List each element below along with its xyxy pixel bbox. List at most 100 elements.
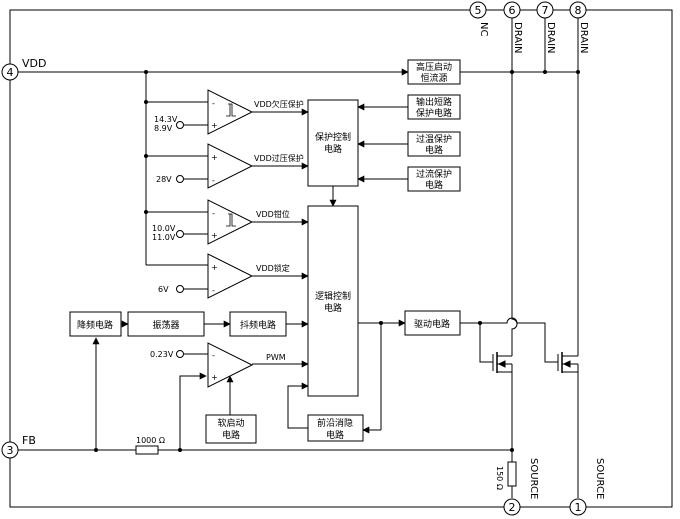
plus-sign: +	[211, 263, 218, 272]
pin-6: 6	[503, 1, 521, 19]
pin-number: 8	[575, 4, 582, 17]
uvlo-comparator: - +	[207, 89, 254, 135]
over-temperature-block: 过温保护 电路	[407, 131, 461, 157]
ovp-comparator: + -	[207, 143, 254, 189]
clamp-comparator: - +	[207, 199, 254, 245]
sense-resistor-label: 150 Ω	[495, 466, 504, 490]
block-label: 电路	[425, 144, 443, 156]
pwm-label: PWM	[266, 353, 286, 362]
block-label: 驱动电路	[414, 318, 450, 330]
pin-number: 7	[542, 4, 549, 17]
pin-5: 5	[469, 1, 487, 19]
block-label: 振荡器	[152, 319, 179, 331]
clamp-ref-low: 11.0V	[152, 233, 176, 242]
over-current-block: 过流保护 电路	[407, 166, 461, 192]
wires	[18, 18, 579, 498]
pin-label-source-1: SOURCE	[594, 458, 605, 499]
driver-block: 驱动电路	[404, 310, 461, 336]
pin-label-drain-6: DRAIN	[512, 22, 523, 54]
pin-number: 6	[509, 4, 516, 17]
pin-label-fb: FB	[22, 434, 36, 447]
pin-label-source-2: SOURCE	[528, 458, 539, 499]
block-label: 过温保护	[416, 133, 452, 145]
block-label: 降频电路	[77, 319, 113, 331]
ovp-label: VDD过压保护	[254, 153, 304, 163]
minus-sign: -	[212, 209, 215, 218]
block-label: 保护控制	[315, 131, 351, 143]
minus-sign: -	[212, 176, 215, 185]
pin-label-drain-7: DRAIN	[545, 22, 556, 54]
ref-terminal	[176, 230, 184, 238]
block-label: 过流保护	[416, 168, 452, 180]
lock-ref: 6V	[158, 285, 169, 294]
block-label: 软启动	[217, 417, 244, 429]
pin-label-nc: NC	[478, 22, 489, 36]
minus-sign: -	[212, 99, 215, 108]
plus-sign: +	[211, 231, 218, 240]
hv-startup-block: 高压启动 恒流源	[407, 59, 461, 85]
block-label: 电路	[326, 429, 344, 441]
block-label: 电路	[324, 143, 342, 155]
pin-number: 5	[475, 4, 482, 17]
ref-terminal	[176, 350, 184, 358]
uvlo-ref-low: 8.9V	[154, 124, 173, 133]
ref-terminal	[176, 175, 184, 183]
fb-resistor	[135, 445, 159, 455]
block-label: 抖频电路	[240, 319, 276, 331]
block-label: 输出短路	[416, 96, 452, 108]
logic-control-block: 逻辑控制 电路	[307, 205, 359, 397]
frequency-reduction-block: 降频电路	[69, 311, 122, 337]
block-label: 前沿消隐	[317, 417, 353, 429]
pin-label-vdd: VDD	[22, 57, 46, 70]
block-label: 逻辑控制	[315, 290, 351, 302]
lock-comparator: + -	[207, 253, 254, 299]
hysteresis-icon	[226, 213, 236, 227]
minus-sign: -	[212, 351, 215, 360]
block-label: 电路	[222, 429, 240, 441]
soft-start-block: 软启动 电路	[205, 414, 257, 444]
pin-1: 1	[569, 498, 587, 516]
pin-8: 8	[569, 1, 587, 19]
hysteresis-icon	[226, 103, 236, 117]
pin-number: 2	[509, 501, 516, 514]
leading-edge-blanking-block: 前沿消隐 电路	[307, 414, 364, 442]
ovp-ref: 28V	[156, 175, 172, 184]
ref-terminal	[176, 285, 184, 293]
sense-resistor	[507, 461, 517, 487]
chip-outline	[9, 9, 673, 508]
block-label: 保护电路	[416, 107, 452, 119]
block-label: 高压启动	[416, 61, 452, 73]
pin-2: 2	[503, 498, 521, 516]
pin-number: 4	[7, 66, 14, 79]
mosfet-2	[557, 352, 579, 373]
block-label: 恒流源	[420, 72, 447, 84]
jitter-block: 抖频电路	[229, 311, 287, 337]
pin-number: 3	[7, 444, 14, 457]
clamp-label: VDD钳位	[256, 209, 290, 219]
plus-sign: +	[211, 373, 218, 382]
clamp-ref-high: 10.0V	[152, 224, 176, 233]
plus-sign: +	[211, 121, 218, 130]
protection-control-block: 保护控制 电路	[307, 99, 359, 187]
ref-terminal	[176, 121, 184, 129]
junction-dots	[94, 70, 580, 452]
block-label: 电路	[425, 179, 443, 191]
pin-label-drain-8: DRAIN	[578, 22, 589, 54]
plus-sign: +	[211, 153, 218, 162]
block-label: 电路	[324, 302, 342, 314]
pwm-comparator: - +	[207, 342, 254, 388]
uvlo-label: VDD欠压保护	[254, 99, 304, 109]
pin-7: 7	[536, 1, 554, 19]
pwm-ref: 0.23V	[150, 350, 174, 359]
pin-number: 1	[575, 501, 582, 514]
minus-sign: -	[212, 286, 215, 295]
lock-label: VDD锁定	[256, 263, 290, 273]
mosfet-1	[492, 352, 513, 373]
pin-4: 4	[1, 63, 19, 81]
output-short-protection-block: 输出短路 保护电路	[407, 94, 461, 120]
uvlo-ref-high: 14.3V	[154, 115, 178, 124]
fb-resistor-label: 1000 Ω	[136, 436, 165, 445]
oscillator-block: 振荡器	[127, 311, 205, 337]
pin-3: 3	[1, 441, 19, 459]
